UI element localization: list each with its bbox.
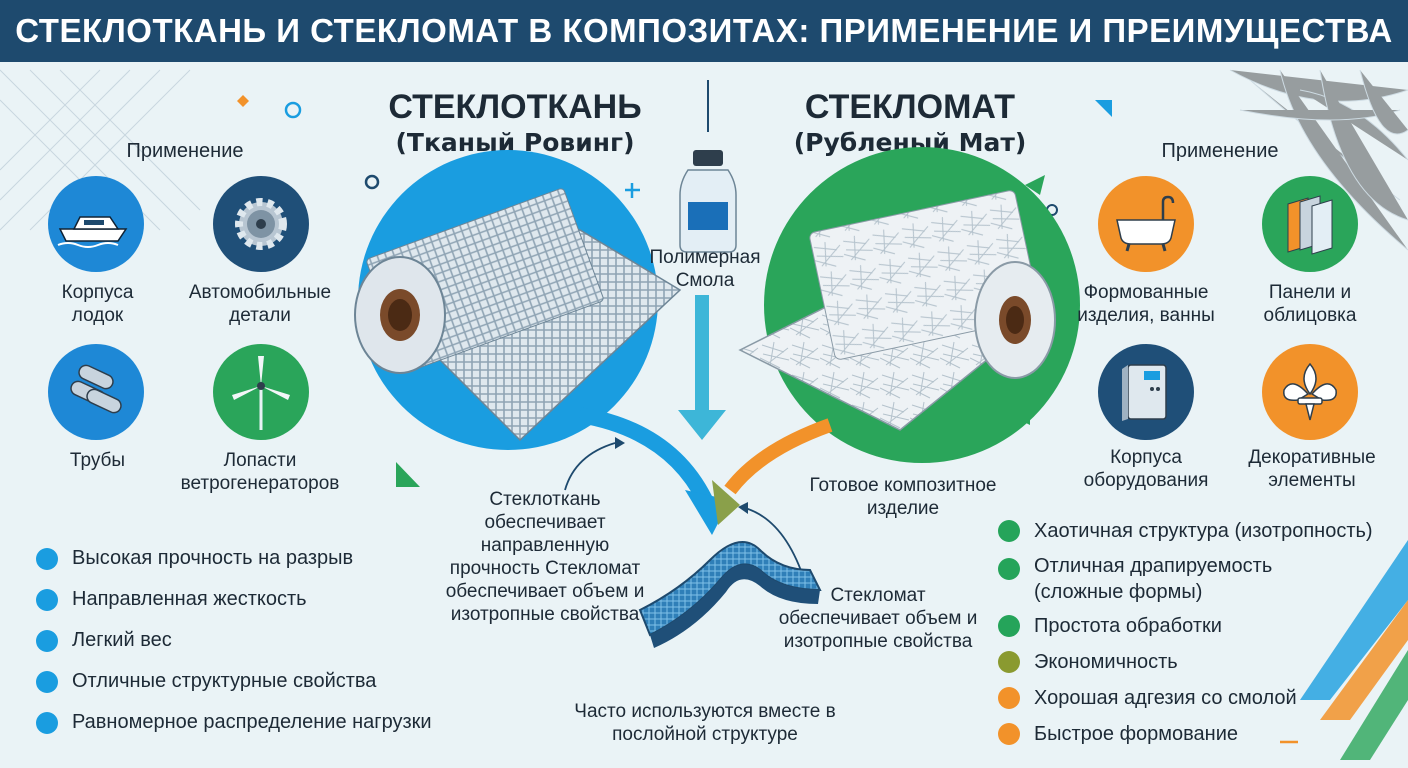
app-label-auto: Автомобильные детали [188, 282, 332, 326]
note-left-arrow [564, 442, 616, 491]
app-label-molded: Формованные изделия, ванны [1077, 282, 1215, 326]
mat-roll-icon [738, 190, 1056, 431]
list-item: Отличные структурные свойства [36, 661, 432, 702]
pipes-icon [48, 344, 144, 440]
fabric-applications-label: Применение [126, 140, 244, 162]
app-label-boats: Корпуса лодок [61, 282, 134, 326]
list-item: Равномерное распределение нагрузки [36, 702, 432, 743]
list-item: Экономичность [998, 644, 1373, 680]
list-item: Хорошая адгезия со смолой [998, 680, 1373, 716]
resin-arrow [678, 295, 726, 440]
bullet-dot [998, 615, 1020, 637]
bullet-dot [998, 520, 1020, 542]
app-label-decor: Декоративные элементы [1248, 447, 1376, 491]
bullet-dot [36, 547, 58, 570]
mat-advantages-list: Хаотичная структура (изотропность) Отлич… [998, 512, 1373, 752]
bullet-dot [998, 723, 1020, 745]
list-item: Высокая прочность на разрыв [36, 538, 432, 579]
list-item: Простота обработки [998, 608, 1373, 644]
bottom-note: Часто используются вместе в послойной ст… [574, 701, 836, 745]
app-label-panels: Панели и облицовка [1263, 282, 1357, 326]
wind-turbine-icon [213, 344, 309, 440]
bullet-dot [36, 711, 58, 734]
bullet-dot [998, 687, 1020, 709]
page-title: СТЕКЛОТКАНЬ И СТЕКЛОМАТ В КОМПОЗИТАХ: ПР… [15, 12, 1393, 49]
bullet-dot [36, 629, 58, 652]
list-item: Легкий вес [36, 620, 432, 661]
note-left: Стеклоткань обеспечивает направленную пр… [445, 489, 645, 625]
bathtub-icon [1098, 176, 1194, 272]
list-item: Хаотичная структура (изотропность) [998, 512, 1373, 550]
gear-icon [213, 176, 309, 272]
resin-bottle-icon [679, 80, 737, 253]
list-item: Направленная жесткость [36, 579, 432, 620]
title-banner: СТЕКЛОТКАНЬ И СТЕКЛОМАТ В КОМПОЗИТАХ: ПР… [0, 0, 1408, 62]
app-label-wind: Лопасти ветрогенераторов [180, 450, 340, 494]
fleur-de-lis-icon [1262, 344, 1358, 440]
list-item: Отличная драпируемость (сложные формы) [998, 550, 1373, 608]
mat-arrow [724, 418, 833, 495]
note-right: Стекломат обеспечивает объем и изотропны… [778, 585, 978, 652]
fabric-roll-icon [354, 188, 682, 442]
bullet-dot [36, 588, 58, 611]
equipment-cabinet-icon [1098, 344, 1194, 440]
mat-title: СТЕКЛОМАТ [804, 88, 1016, 126]
bullet-dot [998, 651, 1020, 673]
fabric-advantages-list: Высокая прочность на разрыв Направленная… [36, 538, 432, 743]
panels-icon [1262, 176, 1358, 272]
bullet-dot [36, 670, 58, 693]
boat-icon [48, 176, 144, 272]
app-label-equipment: Корпуса оборудования [1083, 447, 1209, 491]
main-illustration [354, 80, 1080, 648]
fabric-arrow [578, 407, 713, 504]
resin-label: Полимерная Смола [649, 247, 761, 291]
app-label-pipes: Трубы [69, 450, 126, 471]
bullet-dot [998, 558, 1020, 580]
list-item: Быстрое формование [998, 716, 1373, 752]
product-label: Готовое композитное изделие [809, 475, 997, 519]
mat-applications-label: Применение [1161, 140, 1279, 162]
fabric-title: СТЕКЛОТКАНЬ [388, 88, 642, 126]
composite-part-icon [638, 541, 822, 648]
